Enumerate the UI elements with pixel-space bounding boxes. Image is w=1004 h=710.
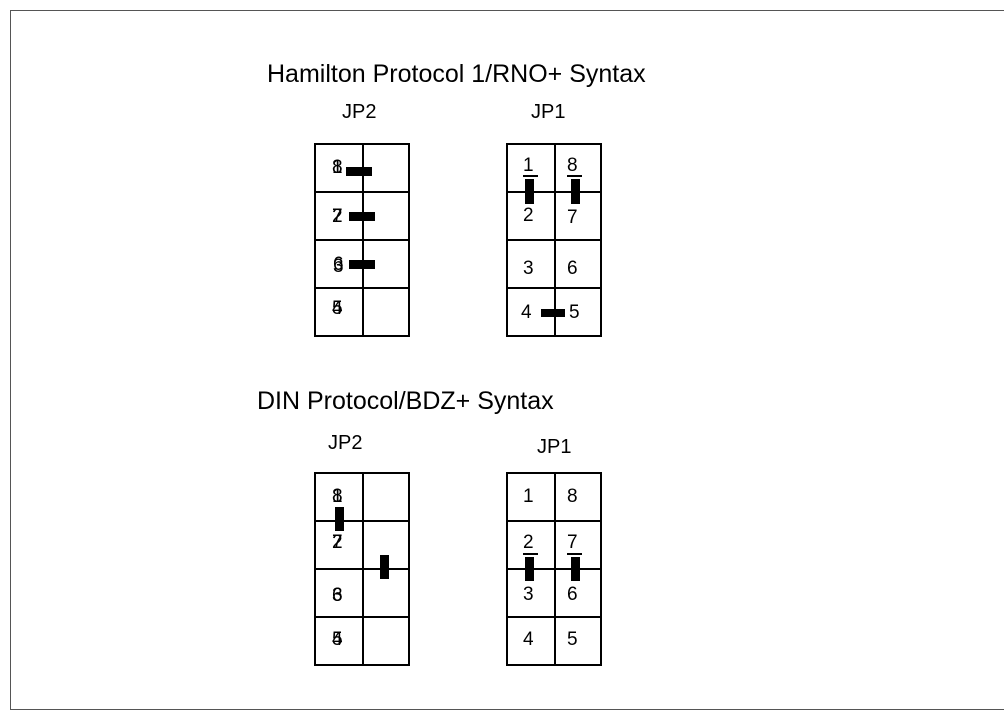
s2-jp2-pin-5: 5 [332, 629, 343, 650]
section1-jp1-block [506, 143, 602, 337]
s1-jp2-pin-1: 1 [332, 157, 343, 178]
section1-jp1-label: JP1 [531, 101, 566, 123]
s2-jp1-pin-8: 8 [567, 486, 578, 507]
section2-title: DIN Protocol/BDZ+ Syntax [257, 387, 554, 415]
s1-jp1-pin-6: 6 [567, 258, 578, 279]
s1-jp2-pin-5: 5 [332, 298, 343, 319]
s1-jp2-pin-4: 4 [332, 298, 343, 319]
s2-jp2-pin-7: 7 [332, 532, 343, 553]
s2-jp1-pin-7-underline [567, 553, 582, 555]
s2-jp2-pin-6: 6 [332, 585, 343, 606]
s1-jp2-jumper-2 [349, 212, 375, 221]
s1-jp2-pin-2: 2 [332, 206, 343, 227]
section1-jp2-block [314, 143, 410, 337]
s1-jp1-pin-7: 7 [567, 207, 578, 228]
s2-jp1-pin-1: 1 [523, 486, 534, 507]
s1-jp2-pin-6: 6 [333, 254, 344, 275]
section2-jp1-label: JP1 [537, 436, 572, 458]
s1-jp2-pin-3: 3 [333, 256, 344, 277]
s1-jp2-jumper-1 [346, 167, 372, 176]
s1-jp1-pin-8-underline [567, 175, 582, 177]
section2-jp2-block [314, 472, 410, 666]
s2-jp1-pin-5: 5 [567, 629, 578, 650]
section2-jp2-label: JP2 [328, 432, 363, 454]
s2-jp2-pin-1: 1 [332, 486, 343, 507]
s1-jp1-jumper-8-7 [571, 179, 580, 204]
s1-jp1-pin-3: 3 [523, 258, 534, 279]
s2-jp2-pin-3: 3 [332, 585, 343, 606]
s2-jp2-pin-4: 4 [332, 629, 343, 650]
s2-jp1-pin-7: 7 [567, 532, 578, 553]
s2-jp1-jumper-2-3 [525, 557, 534, 581]
section1-title: Hamilton Protocol 1/RNO+ Syntax [267, 60, 646, 88]
s1-jp1-pin-1-underline [523, 175, 538, 177]
s2-jp2-pin-8: 8 [332, 486, 343, 507]
section2-jp1-block [506, 472, 602, 666]
s1-jp1-jumper-4-5 [541, 309, 565, 317]
s1-jp1-pin-2: 2 [523, 205, 534, 226]
s2-jp1-pin-2: 2 [523, 532, 534, 553]
s2-jp1-pin-2-underline [523, 553, 538, 555]
s1-jp2-pin-7: 7 [332, 206, 343, 227]
s2-jp1-pin-6: 6 [567, 584, 578, 605]
s2-jp1-pin-4: 4 [523, 629, 534, 650]
section1-jp2-label: JP2 [342, 101, 377, 123]
s2-jp2-jumper-1 [335, 507, 344, 531]
s2-jp1-pin-3: 3 [523, 584, 534, 605]
s1-jp2-pin-8: 8 [332, 157, 343, 178]
s2-jp1-jumper-7-6 [571, 557, 580, 581]
s1-jp1-pin-8: 8 [567, 155, 578, 176]
s1-jp1-pin-4: 4 [521, 302, 532, 323]
s1-jp2-jumper-3 [349, 260, 375, 269]
s1-jp1-pin-5: 5 [569, 302, 580, 323]
s1-jp1-jumper-1-2 [525, 179, 534, 204]
s1-jp1-pin-1: 1 [523, 155, 534, 176]
s2-jp2-jumper-2 [380, 555, 389, 579]
s2-jp2-pin-2: 2 [332, 532, 343, 553]
